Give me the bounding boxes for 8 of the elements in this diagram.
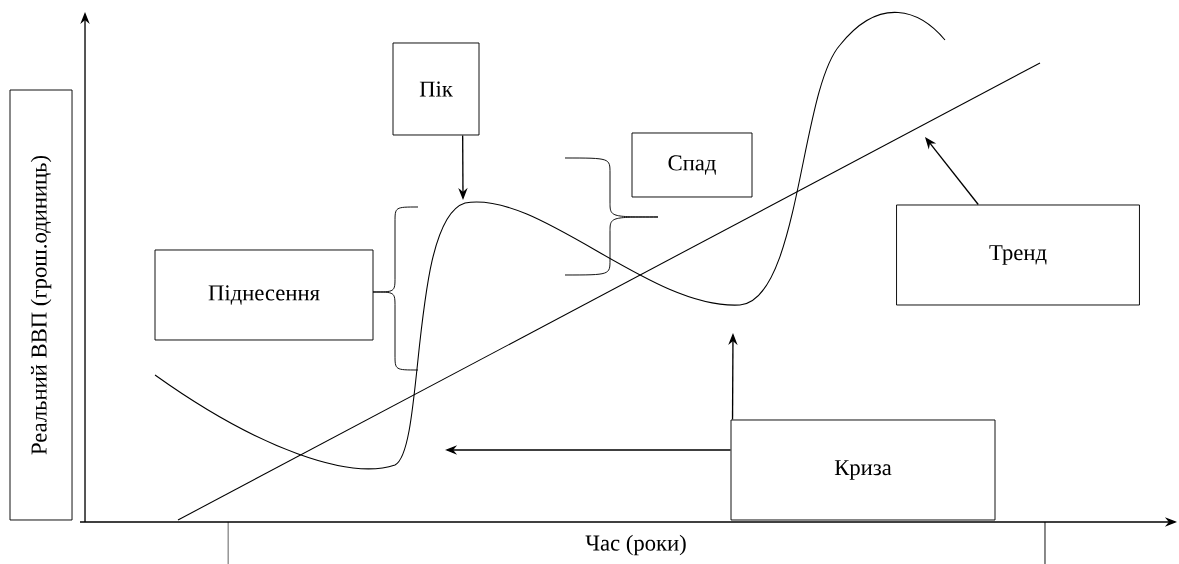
arrow (925, 137, 979, 206)
text-box: Піднесення (154, 249, 374, 341)
axis-label: Час (роки) (585, 534, 686, 556)
text-box: Пік (392, 42, 480, 136)
text-box: Спад (631, 132, 753, 198)
text-box: Тренд (896, 204, 1140, 306)
text-box: Криза (730, 419, 996, 521)
text-box: Реальний ВВП (грош.одиниць) (9, 89, 73, 521)
